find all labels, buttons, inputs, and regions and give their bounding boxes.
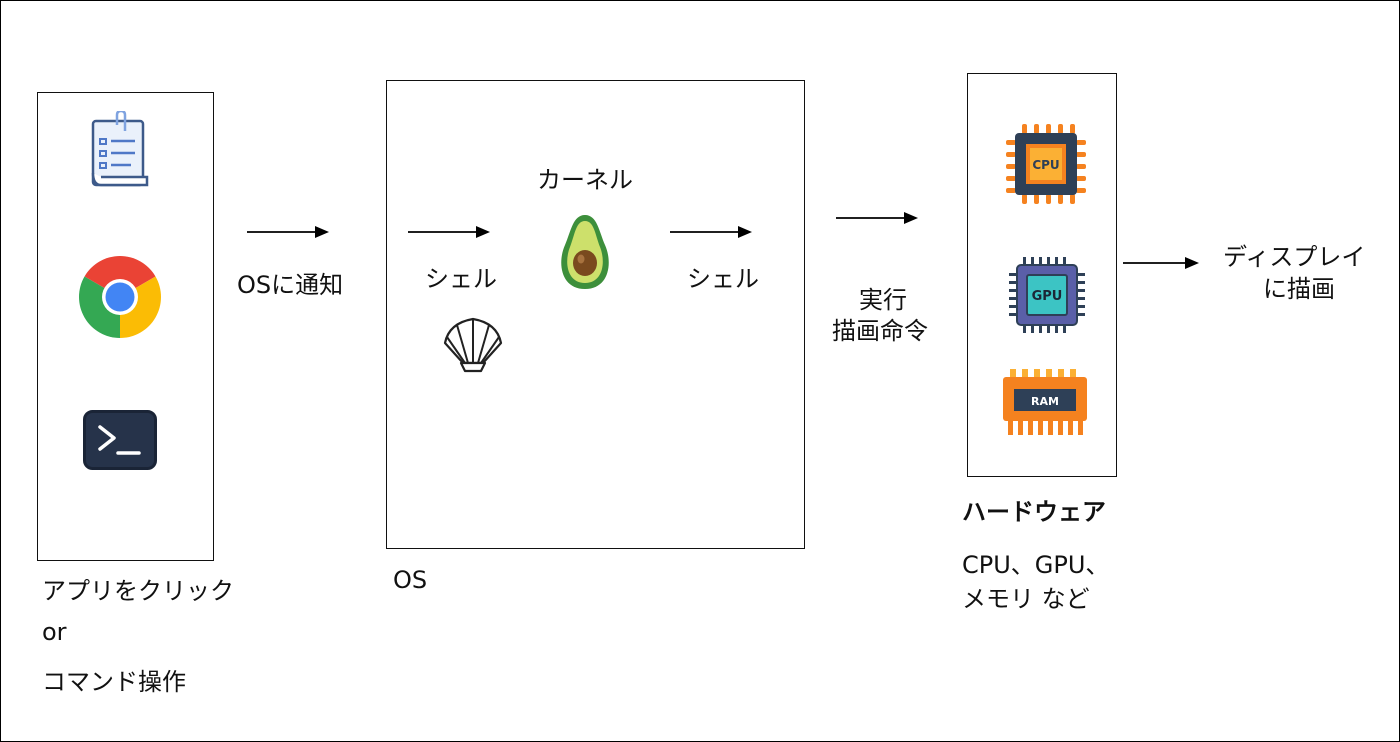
gpu-chip-icon: GPU (1009, 257, 1085, 333)
os-label: OS (393, 566, 428, 594)
cpu-chip-icon: CPU (1006, 124, 1086, 204)
apps-caption-command: コマンド操作 (42, 668, 186, 696)
terminal-icon (83, 410, 157, 470)
cpu-chip-text: CPU (1032, 158, 1059, 172)
arrow-os-to-hardware (836, 212, 918, 224)
notify-os-label: OSに通知 (237, 271, 344, 299)
hardware-title: ハードウェア (962, 498, 1106, 526)
notes-app-icon (91, 111, 149, 187)
draw-on-display-label: に描画 (1263, 275, 1335, 303)
os-box (386, 80, 805, 549)
hardware-box (967, 73, 1117, 477)
arrow-shell-out (670, 226, 752, 238)
avocado-kernel-icon (561, 215, 609, 289)
arrow-hardware-to-display (1123, 257, 1199, 269)
arrow-apps-to-os (247, 226, 329, 238)
execute-label: 実行 (859, 286, 907, 314)
ram-module-icon: RAM (1003, 369, 1087, 435)
apps-caption-or: or (42, 618, 67, 646)
gpu-chip-text: GPU (1032, 289, 1063, 304)
shell-left-label: シェル (425, 265, 497, 293)
apps-box (37, 92, 214, 561)
draw-command-label: 描画命令 (832, 317, 928, 345)
shell-right-label: シェル (687, 265, 759, 293)
hardware-desc-line1: CPU、GPU、 (962, 551, 1110, 579)
hardware-desc-line2: メモリ など (962, 585, 1090, 613)
kernel-label: カーネル (537, 166, 633, 194)
shell-icon (443, 317, 503, 373)
chrome-browser-icon (79, 256, 161, 338)
apps-caption-click: アプリをクリック (42, 577, 234, 605)
display-label: ディスプレイ (1223, 243, 1366, 271)
ram-chip-text: RAM (1031, 395, 1059, 408)
arrow-shell-in (408, 226, 490, 238)
